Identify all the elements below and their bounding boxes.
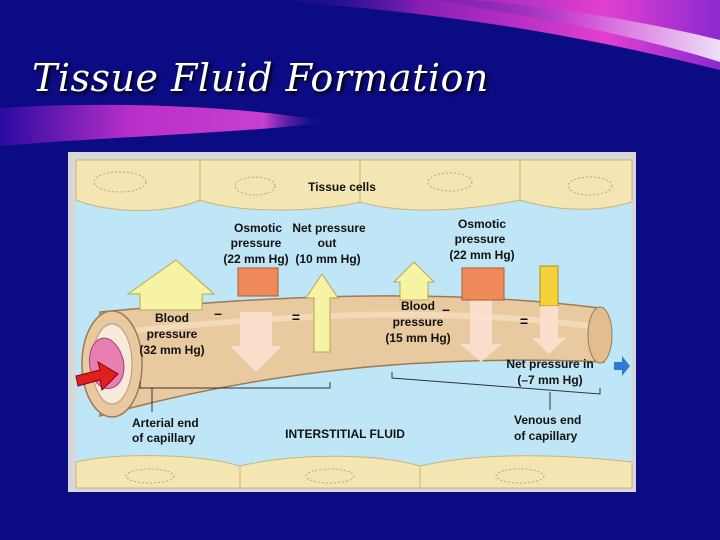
net-pressure-in-arrow-down — [532, 306, 566, 354]
tissue-cells-label: Tissue cells — [308, 180, 376, 194]
arterial-osmotic-arrow — [126, 259, 216, 311]
svg-text:Venous end: Venous end — [514, 413, 581, 427]
svg-text:pressure: pressure — [455, 232, 506, 246]
svg-text:Blood: Blood — [155, 311, 189, 325]
venous-blood-pressure-arrow — [460, 300, 502, 362]
tissue-cells-top — [75, 159, 633, 211]
svg-text:pressure: pressure — [231, 236, 282, 250]
blood-flow-arrow-in — [75, 360, 119, 392]
arterial-equals-sign: = — [292, 309, 300, 325]
arterial-blood-pressure-label: Blood pressure (32 mm Hg) — [139, 311, 204, 357]
svg-text:(22 mm Hg): (22 mm Hg) — [449, 248, 514, 262]
svg-text:(–7 mm Hg): (–7 mm Hg) — [517, 373, 582, 387]
blood-flow-arrow-out — [614, 356, 630, 376]
arterial-bracket — [139, 382, 331, 389]
svg-text:(22 mm Hg): (22 mm Hg) — [223, 252, 288, 266]
arterial-end-label: Arterial end of capillary — [132, 416, 199, 445]
slide-title: Tissue Fluid Formation — [32, 56, 489, 100]
venous-blood-pressure-label: Blood pressure (15 mm Hg) — [385, 299, 450, 345]
svg-text:of capillary: of capillary — [514, 429, 578, 443]
venous-end-label: Venous end of capillary — [514, 413, 581, 443]
interstitial-fluid-label: INTERSTITIAL FLUID — [285, 427, 405, 441]
svg-text:Arterial end: Arterial end — [132, 416, 199, 430]
svg-text:Osmotic: Osmotic — [234, 221, 282, 235]
net-pressure-in-arrow — [539, 265, 559, 307]
svg-text:Net pressure in: Net pressure in — [506, 357, 593, 371]
svg-text:pressure: pressure — [147, 327, 198, 341]
net-pressure-out-arrow — [305, 273, 339, 353]
svg-text:Net pressure: Net pressure — [292, 221, 366, 235]
svg-text:out: out — [318, 236, 337, 250]
arterial-end-opening — [81, 310, 143, 418]
svg-text:of capillary: of capillary — [132, 431, 196, 445]
arterial-osmotic-box — [237, 267, 279, 297]
venous-equals-sign: = — [520, 313, 528, 329]
venous-osmotic-box — [461, 267, 505, 301]
tissue-cells-bottom — [75, 455, 633, 489]
venous-bracket — [391, 372, 601, 395]
net-pressure-out-label: Net pressure out (10 mm Hg) — [292, 221, 366, 266]
svg-text:Osmotic: Osmotic — [458, 217, 506, 231]
arterial-minus-sign: – — [214, 305, 222, 321]
venous-osmotic-arrow — [392, 261, 436, 301]
svg-text:pressure: pressure — [393, 315, 444, 329]
arterial-osmotic-label: Osmotic pressure (22 mm Hg) — [223, 221, 288, 266]
svg-text:(15 mm Hg): (15 mm Hg) — [385, 331, 450, 345]
net-pressure-in-label: Net pressure in (–7 mm Hg) — [506, 357, 593, 387]
svg-text:(10 mm Hg): (10 mm Hg) — [295, 252, 360, 266]
arterial-blood-pressure-arrow — [230, 312, 282, 372]
svg-text:(32 mm Hg): (32 mm Hg) — [139, 343, 204, 357]
venous-osmotic-label: Osmotic pressure (22 mm Hg) — [449, 217, 514, 262]
venous-minus-sign: – — [442, 301, 450, 317]
svg-text:Blood: Blood — [401, 299, 435, 313]
